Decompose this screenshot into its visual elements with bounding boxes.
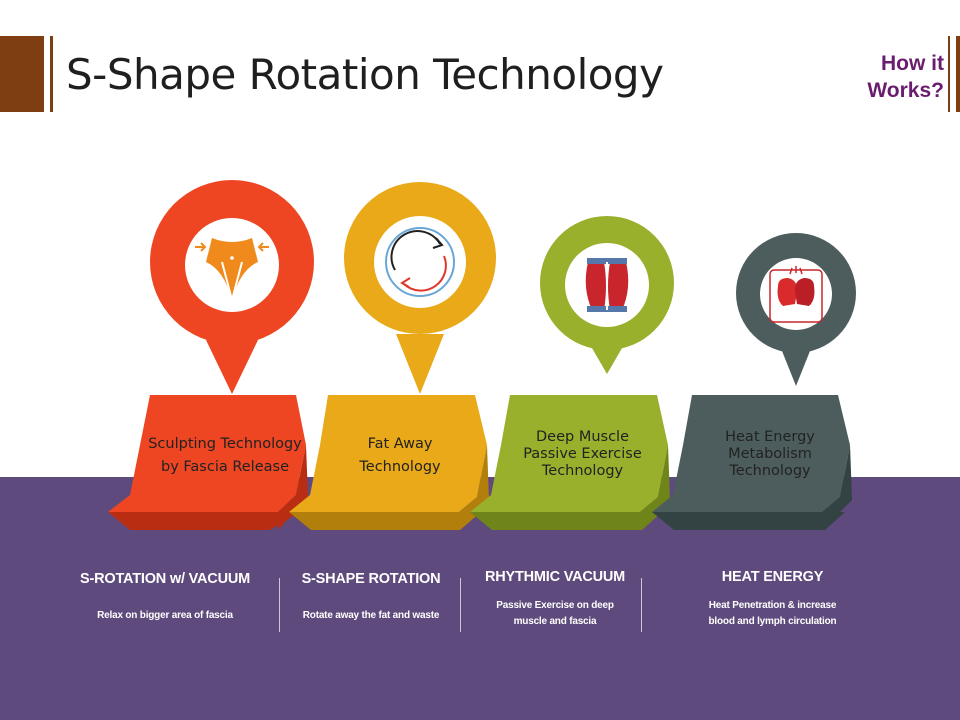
step-2-label: Fat Away Technology — [330, 436, 470, 476]
footer-desc-line: Relax on bigger area of fascia — [97, 610, 233, 621]
step-2-icon-bg — [374, 216, 466, 308]
step-4-arrow-side — [822, 445, 852, 530]
step-2-arrow-side — [459, 445, 489, 530]
muscle-icon — [585, 258, 629, 312]
step-3-arrow-depth — [470, 512, 662, 530]
step-4-arrow-depth — [652, 512, 845, 530]
step-4-label-line: Technology — [729, 463, 811, 479]
footer-divider-3 — [641, 578, 642, 632]
header-accent-block — [0, 36, 44, 112]
footer-heading-4: HEAT ENERGY — [721, 569, 824, 585]
boxing-gloves-icon — [769, 266, 823, 323]
step-1-label-line: by Fascia Release — [161, 459, 289, 475]
footer-divider-1 — [279, 578, 280, 632]
page-title: S-Shape Rotation Technology — [66, 50, 664, 99]
footer-heading-2: S-SHAPE ROTATION — [301, 571, 441, 587]
footer-heading-3: RHYTHMIC VACUUM — [484, 569, 626, 585]
footer-desc-line: Passive Exercise on deep — [496, 600, 614, 611]
step-3 — [470, 216, 674, 530]
footer-desc-line: muscle and fascia — [513, 616, 597, 627]
step-1 — [108, 180, 314, 530]
step-4-label-line: Metabolism — [728, 446, 812, 462]
step-4 — [652, 233, 856, 530]
step-1-pin-tail — [206, 340, 258, 394]
footer-desc-line: blood and lymph circulation — [708, 616, 837, 627]
step-2-label-line: Fat Away — [367, 436, 433, 452]
step-2-arrow — [289, 395, 487, 512]
step-2-label-line: Technology — [359, 459, 441, 475]
step-2-pin-tail — [396, 334, 444, 394]
step-1-arrow — [108, 395, 306, 512]
step-3-label-line: Passive Exercise — [523, 446, 642, 462]
step-3-label-line: Technology — [541, 463, 624, 479]
footer-desc-2: Rotate away the fat and waste — [286, 608, 456, 624]
step-4-arrow — [652, 395, 850, 512]
footer-desc-line: Rotate away the fat and waste — [302, 610, 440, 621]
step-3-arrow-side — [640, 445, 670, 530]
step-1-arrow-depth — [108, 512, 300, 530]
step-4-label-line: Heat Energy — [725, 429, 815, 445]
footer-desc-1: Relax on bigger area of fascia — [70, 608, 260, 624]
step-3-arrow — [470, 395, 668, 512]
step-2 — [289, 182, 496, 530]
step-1-label-line: Sculpting Technology — [148, 436, 302, 452]
step-3-label: Deep Muscle Passive Exercise Technology — [505, 429, 660, 480]
footer-desc-3: Passive Exercise on deep muscle and fasc… — [472, 598, 638, 630]
how-it-works-label: How it Works? — [867, 52, 944, 102]
step-1-arrow-side — [278, 445, 308, 530]
footer-divider-2 — [460, 578, 461, 632]
header-accent-line-right — [948, 36, 950, 112]
waist-slimming-icon — [195, 238, 269, 304]
step-4-label: Heat Energy Metabolism Technology — [690, 429, 850, 480]
footer-heading-1: S-ROTATION w/ VACUUM — [80, 571, 250, 587]
header-accent-line — [50, 36, 53, 112]
header-accent-block-right — [956, 36, 960, 112]
footer-desc-line: Heat Penetration & increase — [708, 600, 837, 611]
step-1-label: Sculpting Technology by Fascia Release — [140, 436, 310, 476]
step-3-label-line: Deep Muscle — [536, 429, 629, 445]
circular-arrows-icon — [385, 227, 455, 297]
step-2-arrow-depth — [289, 512, 481, 530]
footer-desc-4: Heat Penetration & increase blood and ly… — [680, 598, 865, 630]
